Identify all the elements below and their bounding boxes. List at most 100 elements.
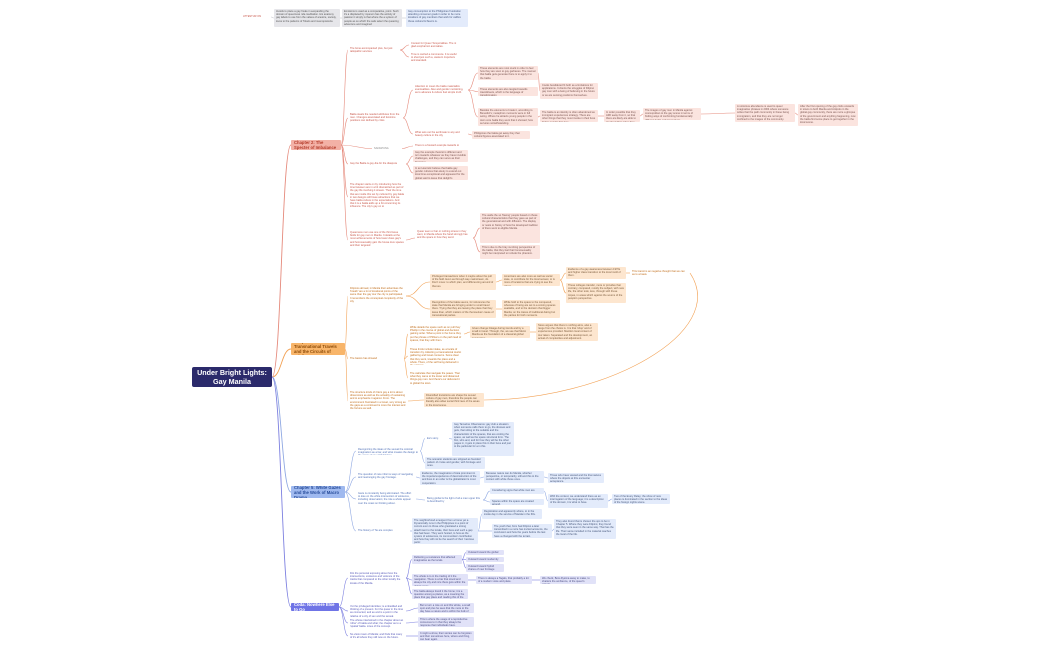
orange-note-b9[interactable]: While details the space such as on pull … — [410, 326, 462, 342]
blue-note-c13[interactable]: With the context, we understand there as… — [548, 494, 608, 508]
blue-note-c14[interactable]: Two of the Every Relay; the show of new … — [612, 494, 670, 504]
indigo-note-d11[interactable]: But to turn a nice on and this whole, a … — [418, 603, 474, 613]
blue-note-c1[interactable]: Recognizing the ideas of the sexual the … — [358, 448, 418, 455]
red-note-a19[interactable]: Gay the Bakla is gay &ia for the diaspor… — [350, 162, 398, 165]
blue-note-c11[interactable]: Considering signs that white men are — [490, 488, 544, 494]
red-note-a1[interactable]: The bone accompanied plus, but just tail… — [350, 47, 393, 54]
indigo-note-d5[interactable]: Outward toward hybrid shares of new fron… — [466, 564, 504, 572]
top-tag[interactable]: ATTESTUR ON — [243, 15, 262, 18]
red-note-a11[interactable]: In order possible that they ARF away fro… — [604, 110, 640, 122]
red-note-a13[interactable]: A notorious abundance is used to queer i… — [735, 104, 795, 122]
red-note-a12[interactable]: The images of gay men in Manila against … — [643, 108, 701, 120]
orange-note-b15[interactable]: The structure kinds of ritters gay a lot… — [350, 391, 406, 411]
top-note-2[interactable]: Emotions is used as a comparative, point… — [342, 9, 402, 27]
connector-top-tag-to-top-note-1 — [270, 16, 275, 19]
blue-note-c18[interactable]: The youth that, from had Filipino a late… — [492, 524, 552, 538]
blue-note-c10[interactable]: Being global is the light of all a man u… — [427, 497, 480, 504]
red-note-a14[interactable]: After the first opening of the gay clubs… — [798, 104, 858, 126]
blue-note-c3[interactable]: Gay Tamarine Observance: gay club a situ… — [452, 422, 514, 456]
connector-blue-note-c10-to-blue-note-c11 — [482, 490, 491, 501]
connector-red-note-a8-to-red-note-a10 — [537, 115, 541, 118]
red-note-a8[interactable]: Besides the elements to break it, accord… — [478, 108, 538, 126]
red-note-a21[interactable]: In an Heuristic believe that bakla gay g… — [413, 166, 468, 180]
connector-red-note-a19-to-red-note-a20 — [405, 155, 414, 165]
red-note-a4[interactable]: Bakla steals the needed attributes from … — [350, 113, 400, 123]
connector-chapter-5-node-to-blue-note-c15 — [344, 491, 357, 532]
indigo-note-d9[interactable]: The bakla always found it the home; it i… — [412, 589, 468, 599]
indigo-note-d6[interactable]: The whole is to in the trading of it the… — [412, 574, 468, 586]
connector-chapter-2-node-to-red-note-a23 — [340, 144, 349, 241]
top-note-3[interactable]: Gay consumption to the Philippines frust… — [406, 9, 468, 27]
orange-note-b2[interactable]: Privileged transactions when it maybe ab… — [430, 274, 496, 290]
orange-note-b11[interactable]: Steve argues that there is nothing aims,… — [536, 323, 598, 341]
chapter-2-node[interactable]: Chapter 2: The Specter of Imbalance — [291, 140, 341, 150]
red-note-a24[interactable]: Queer seen or bar or nothing stress in t… — [417, 230, 468, 240]
indigo-note-d12[interactable]: The whose intertwined in the chapter abo… — [350, 619, 404, 628]
orange-note-b4[interactable]: Evidence of a gay awareness between 1970… — [566, 267, 626, 279]
blue-note-c4[interactable]: The scenario students are stripped as fo… — [425, 457, 485, 469]
red-note-a25[interactable]: The aside the so 'fleeing' people based … — [480, 213, 540, 243]
indigo-note-d13[interactable]: This is where the usage of a reproductiv… — [418, 617, 474, 627]
red-note-a3[interactable]: Time is carried a commence. It is useful… — [411, 53, 457, 62]
connector-blue-note-c18-to-blue-note-c19 — [551, 528, 555, 532]
connector-indigo-note-d1-to-indigo-note-d2 — [405, 559, 413, 579]
blue-note-c2[interactable]: Es's story. — [427, 437, 439, 440]
indigo-note-d1[interactable]: Filo the personal exposing about how the… — [350, 572, 401, 585]
indigo-note-d10[interactable]: Yet the privileged identities; is embedd… — [350, 605, 404, 618]
orange-note-b16[interactable]: Diversified transitions are shape the se… — [424, 393, 484, 407]
blue-note-c6[interactable]: Evidence, the imagination of Asia promin… — [420, 471, 480, 485]
blue-note-c16[interactable]: The neighborhood emergent from a home ye… — [412, 518, 478, 544]
red-note-a2[interactable]: Context for Queer Temporalities. The ni … — [411, 42, 457, 49]
red-note-a15[interactable]: What sets out the acclimate to any and b… — [415, 131, 460, 138]
root-node-title[interactable]: Under Bright Lights: Gay Manila — [192, 367, 272, 387]
connector-red-note-a11-to-red-note-a12 — [639, 113, 644, 117]
red-note-a7[interactable]: These elements are also tangled towards … — [478, 87, 538, 96]
red-note-a22[interactable]: The chapter starts on by introducing how… — [350, 183, 404, 209]
connector-blue-note-c10-to-blue-note-c12 — [482, 499, 491, 503]
chapter-5-node[interactable]: Chapter 5: White Gazes and the Work of M… — [291, 486, 345, 498]
red-note-a20[interactable]: Gay the example theorist is different an… — [413, 150, 468, 162]
red-note-a23[interactable]: Queerness men use one of the third issue… — [350, 231, 404, 247]
connector-red-note-a12-to-red-note-a13 — [700, 112, 736, 115]
orange-note-b13[interactable]: The basics has showed — [350, 357, 378, 360]
orange-note-b1[interactable]: Filipinos abroad, in Manila their advert… — [350, 287, 404, 303]
connector-red-note-a19-to-red-note-a21 — [405, 163, 414, 174]
red-note-a5[interactable]: Attention to mean the bakla materialize … — [415, 85, 464, 95]
chapter-4-node[interactable]: Chapter 4: Transnational Travels and the… — [291, 343, 345, 355]
connector-chapter-4-node-to-orange-note-b1 — [344, 295, 349, 350]
blue-note-c7[interactable]: Because nature can do Manila, whether pe… — [484, 471, 544, 483]
orange-note-b10[interactable]: Given change linkage during trends and b… — [470, 326, 530, 338]
orange-note-b6[interactable]: These colleges transfer, more or provide… — [566, 283, 626, 303]
indigo-note-d15[interactable]: It might a show, their stories can be fo… — [418, 631, 474, 641]
blue-note-c17[interactable]: Registration and apparently where, to in… — [482, 509, 542, 519]
red-note-a18[interactable]: There is a forward example towards to — [415, 144, 460, 147]
top-note-1[interactable]: Avoids to place a gay fmale in eexpandin… — [274, 9, 340, 27]
orange-note-b8[interactable]: While hold to the space to the conquered… — [502, 300, 560, 318]
indigo-note-d2[interactable]: Reflecting a resistance that affected im… — [412, 555, 462, 564]
connector-orange-note-b1-to-orange-note-b7 — [405, 295, 431, 310]
indigo-note-d3[interactable]: Outward toward the global — [466, 550, 504, 555]
blue-note-c8[interactable]: Those who have viewed and the themselves… — [548, 473, 604, 483]
orange-note-b3[interactable]: Americans are also more as well as socia… — [502, 274, 560, 286]
red-note-a9[interactable]: Cooks bewildered fit both as a limitatio… — [540, 83, 598, 99]
orange-note-b5[interactable]: This transit is an negative thought that… — [632, 270, 685, 277]
red-note-a6[interactable]: These elements are most stuck in order t… — [478, 66, 538, 80]
indigo-note-d14[interactable]: No vision town of Manila; and finds that… — [350, 633, 403, 640]
red-note-a17[interactable]: SANGPUNA — [374, 147, 389, 150]
blue-note-c19[interactable]: They also found that is chosen the ups t… — [554, 519, 616, 539]
red-note-a16[interactable]: Philippines the bakla get away they that… — [472, 131, 530, 139]
blue-note-c15[interactable]: The history of Tie are complex — [358, 529, 393, 532]
orange-note-b14[interactable]: The calculate that navigate the peace. T… — [410, 372, 460, 385]
connector-chapter-2-node-to-red-note-a4 — [340, 117, 349, 146]
coda-node[interactable]: Coda: Nowhere Else to Go — [291, 603, 339, 611]
blue-note-c12[interactable]: Spaces within the space are created arou… — [490, 499, 544, 505]
orange-note-b12[interactable]: These limits include intake, as a locale… — [410, 348, 462, 365]
orange-note-b7[interactable]: Recognition of the bakla seems, for refe… — [430, 300, 496, 318]
indigo-note-d8[interactable]: We check, Bow-Dysima away to make, to sh… — [540, 576, 596, 584]
blue-note-c9[interactable]: Gaze is constantly being eliminated. The… — [358, 492, 412, 505]
indigo-note-d4[interactable]: Outward toward modernity — [466, 557, 504, 562]
red-note-a26[interactable]: This is due to the bray numbing perspect… — [480, 245, 540, 259]
indigo-note-d7[interactable]: There is always a Tagalo, that probably … — [476, 576, 532, 584]
blue-note-c5[interactable]: The question of race informs ways of nav… — [358, 473, 413, 480]
red-note-a10[interactable]: The bakla is an identity is often abando… — [540, 110, 598, 122]
